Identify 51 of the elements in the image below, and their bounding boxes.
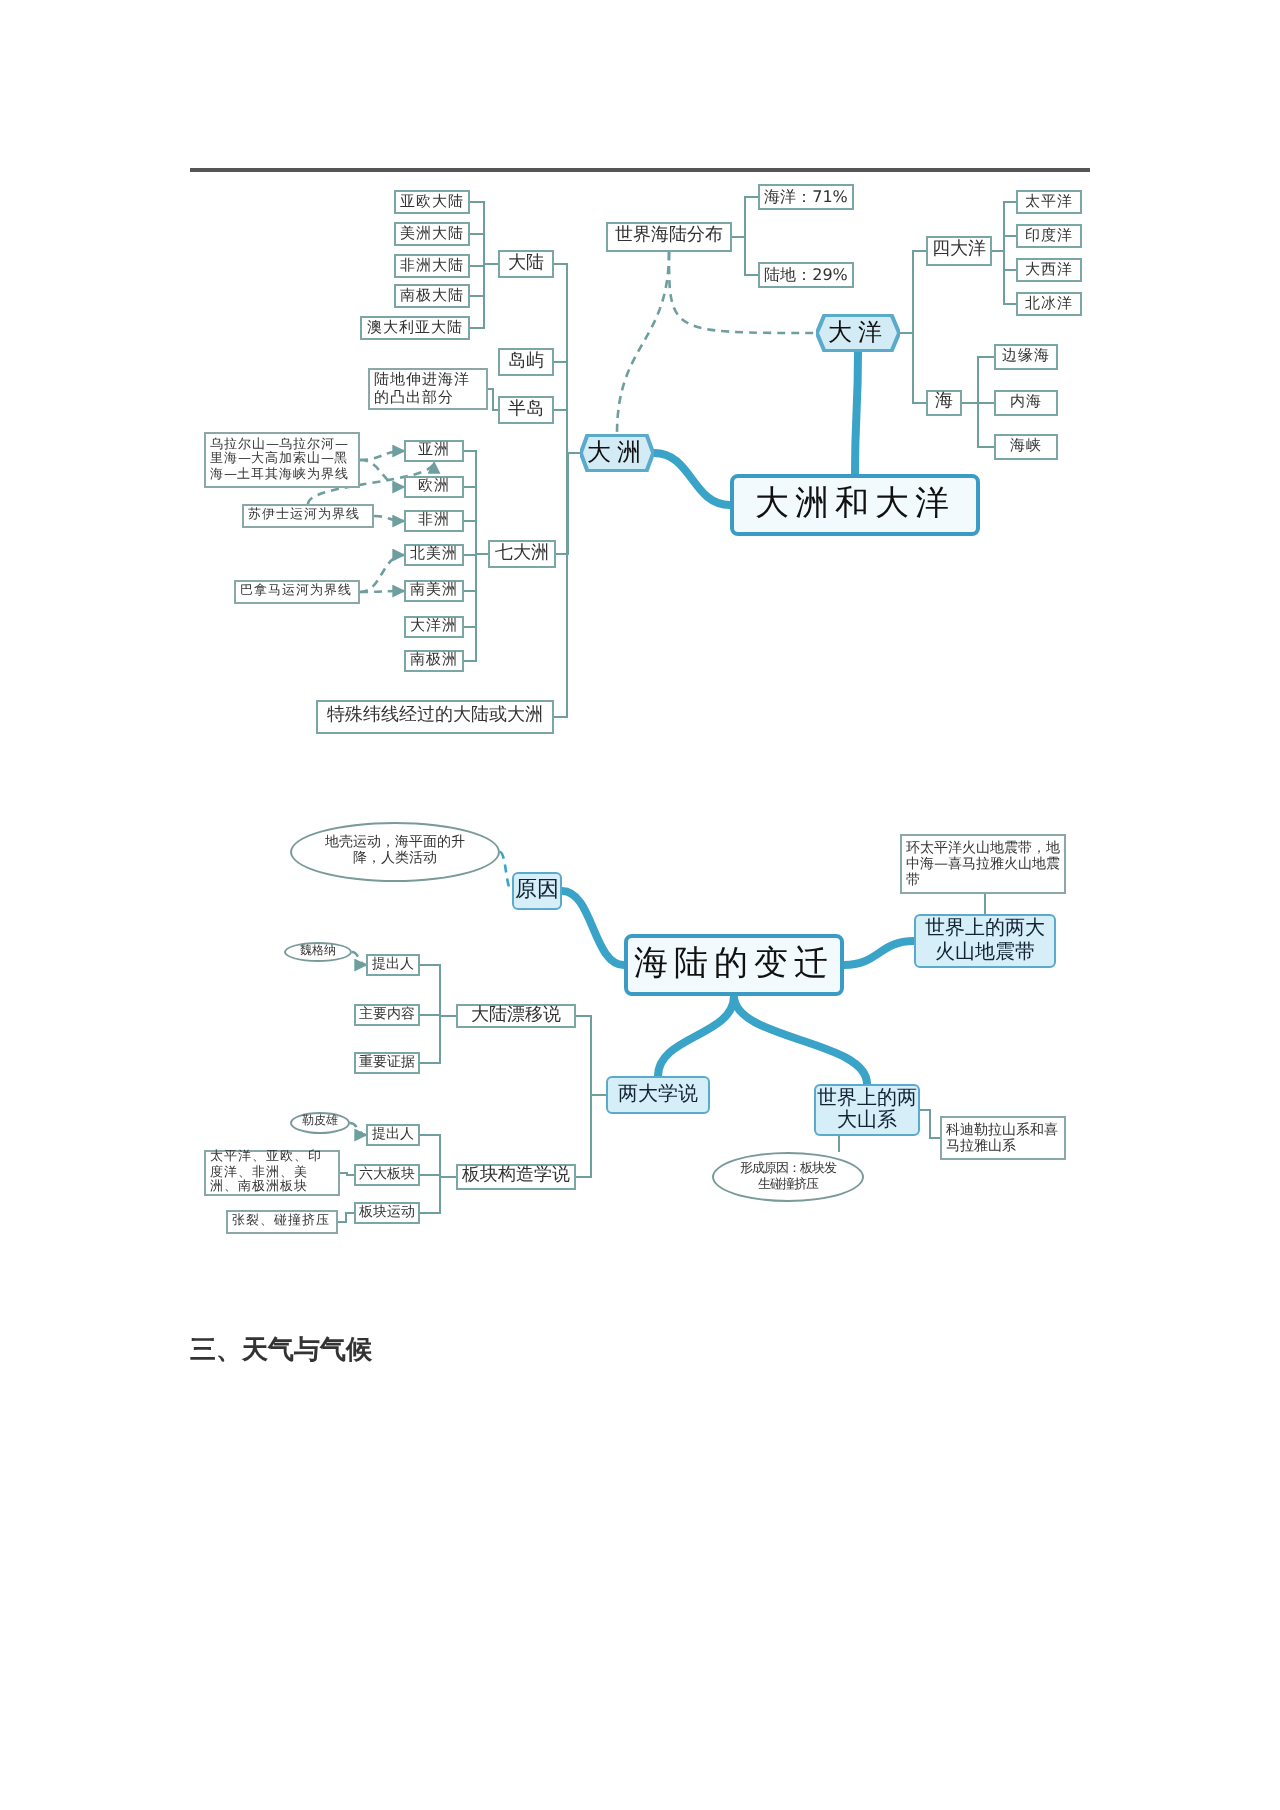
topic-box: 半岛 <box>498 396 554 424</box>
branch-box: 世界上的两大山系 <box>814 1084 920 1136</box>
branch-connector <box>730 992 871 1088</box>
branch-connector <box>558 887 628 969</box>
branch-box: 世界上的两大火山地震带 <box>914 914 1056 968</box>
topic-box: 海 <box>926 390 962 416</box>
connector-line <box>991 250 1017 305</box>
dashed-arrow <box>306 460 436 505</box>
hexagon-node: 大洋 <box>816 314 900 352</box>
topic-box: 大陆漂移说 <box>456 1004 576 1028</box>
connector-line <box>919 1109 941 1139</box>
dashed-arrow <box>359 550 406 594</box>
topic-box: 世界海陆分布 <box>606 222 732 252</box>
connector-line <box>575 1094 607 1178</box>
branch-connector <box>840 937 918 969</box>
topic-box: 岛屿 <box>498 348 554 376</box>
topic-box: 板块构造学说 <box>456 1164 576 1190</box>
connector-line <box>487 388 499 411</box>
connector-line <box>499 851 513 892</box>
connector-line <box>419 1015 457 1064</box>
topic-box: 大陆 <box>498 250 554 278</box>
branch-box: 原因 <box>512 872 562 910</box>
title-box: 大洲和大洋 <box>730 474 980 536</box>
dashed-arrow <box>359 458 406 493</box>
branch-connector <box>851 348 862 478</box>
topic-box: 七大洲 <box>488 540 556 568</box>
topic-box: 陆地：29% <box>758 262 854 288</box>
connector-line <box>337 1212 355 1223</box>
connector-line <box>463 553 489 662</box>
topic-box: 特殊纬线经过的大陆或大洲 <box>316 700 554 734</box>
branch-box: 两大学说 <box>606 1076 710 1114</box>
dashed-arrow <box>351 950 368 970</box>
branch-connector <box>650 449 734 509</box>
connector-line <box>731 236 759 276</box>
connector-line <box>339 1172 355 1176</box>
connector-line <box>838 1135 840 1153</box>
dashed-arrow <box>360 584 406 598</box>
topic-box: 四大洋 <box>926 236 992 266</box>
dashed-arrow <box>349 1121 368 1140</box>
title-box: 海陆的变迁 <box>624 934 844 996</box>
connector-line <box>961 402 995 448</box>
dashed-arrow <box>373 514 406 528</box>
connector-line <box>984 893 986 915</box>
hexagon-node: 大洲 <box>580 434 654 472</box>
connector-line <box>419 1176 457 1214</box>
section-heading: 三、天气与气候 <box>190 1334 372 1368</box>
dashed-arrow <box>359 444 406 462</box>
connector-line <box>899 332 927 404</box>
connector-line <box>667 252 816 335</box>
topic-box: 海洋：71% <box>758 184 854 210</box>
connector-line <box>553 452 581 718</box>
